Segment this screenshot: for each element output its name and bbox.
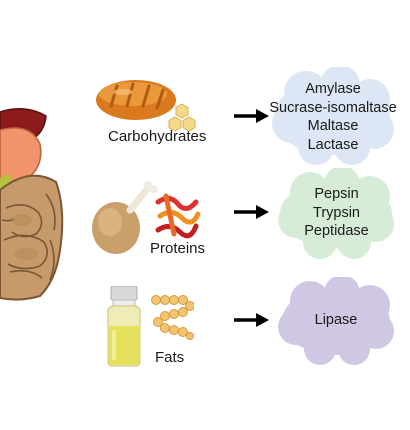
arrow-right-icon bbox=[234, 205, 269, 219]
enzyme-lipase: Lipase bbox=[314, 312, 358, 328]
enzyme-pepsin: Pepsin bbox=[314, 186, 359, 202]
enzyme-amylase: Amylase bbox=[305, 81, 361, 97]
arrow-right-icon bbox=[234, 313, 269, 327]
enzyme-list-carbohydrates: Amylase Sucrase-isomaltase Maltase Lacta… bbox=[268, 80, 398, 154]
sugar-molecule-icon bbox=[168, 103, 196, 132]
enzyme-list-proteins: Pepsin Trypsin Peptidase bbox=[274, 185, 399, 241]
digestive-system-illustration bbox=[0, 108, 64, 301]
food-label-proteins: Proteins bbox=[150, 240, 206, 257]
food-label-carbohydrates: Carbohydrates bbox=[108, 128, 207, 145]
chicken-leg-icon bbox=[92, 181, 158, 254]
enzyme-sucrase-isomaltase: Sucrase-isomaltase bbox=[269, 99, 397, 116]
enzyme-cloud-carbohydrates bbox=[272, 67, 394, 165]
fatty-acid-chain-icon bbox=[151, 295, 194, 340]
food-label-fats: Fats bbox=[155, 349, 185, 366]
enzyme-peptidase: Peptidase bbox=[304, 223, 369, 239]
arrow-right-icon bbox=[234, 109, 269, 123]
enzyme-maltase: Maltase bbox=[307, 118, 359, 134]
enzyme-cloud-fats bbox=[278, 277, 394, 365]
enzyme-cloud-proteins bbox=[278, 168, 394, 259]
enzyme-trypsin: Trypsin bbox=[313, 204, 360, 221]
enzyme-list-fats: Lipase bbox=[276, 311, 396, 330]
amino-acid-chain-icon bbox=[155, 193, 201, 239]
bread-icon bbox=[96, 80, 176, 120]
oil-bottle-icon bbox=[107, 286, 141, 367]
enzyme-lactase: Lactase bbox=[307, 136, 359, 153]
